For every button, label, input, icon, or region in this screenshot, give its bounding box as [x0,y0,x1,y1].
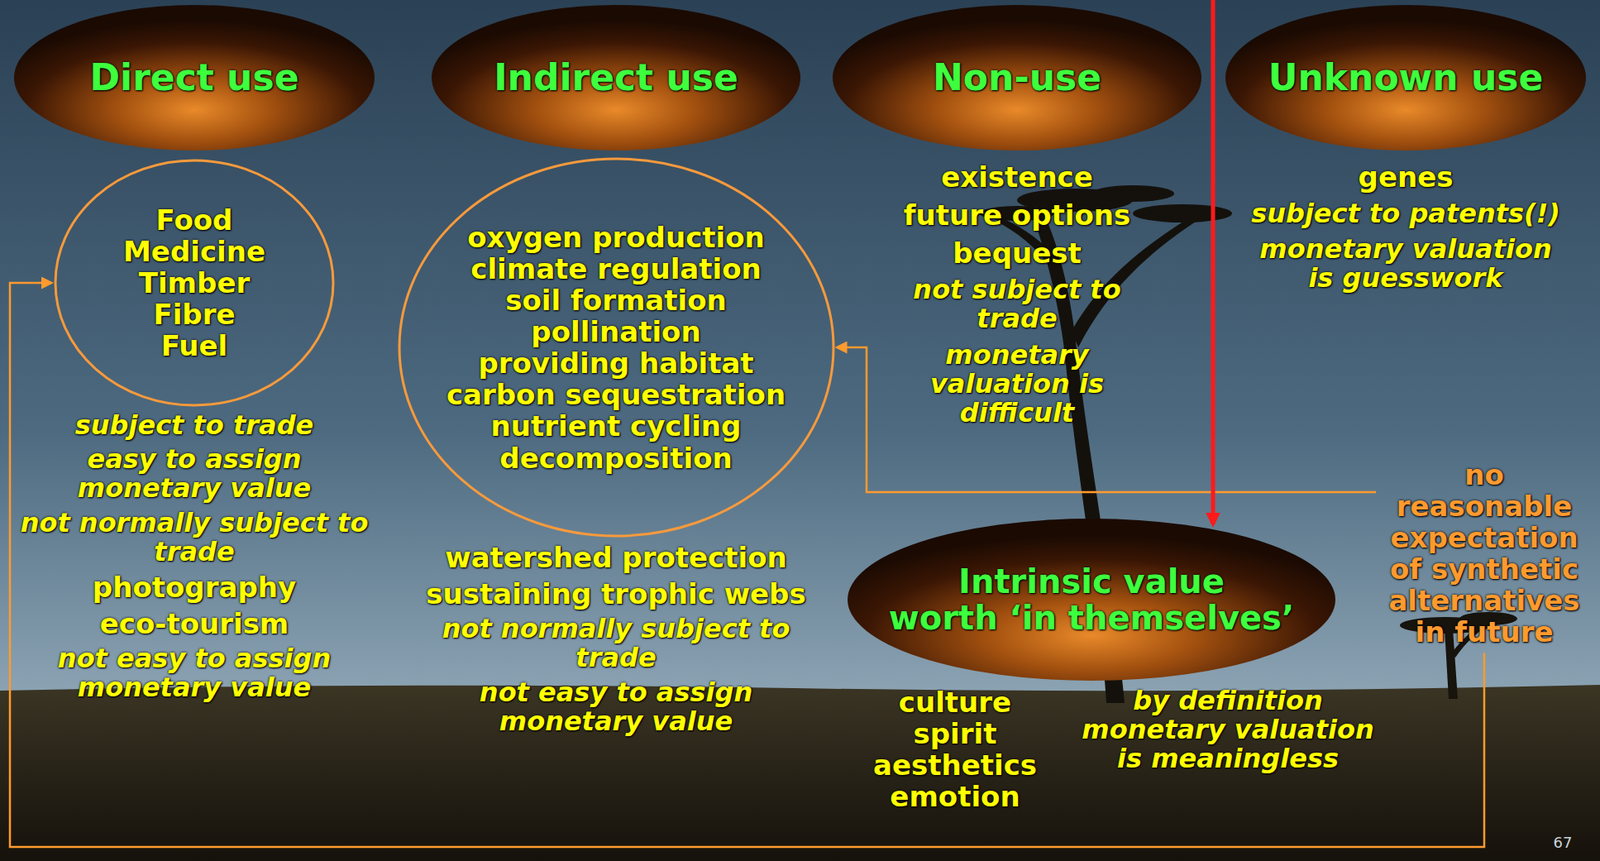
item-text: providing habitat [477,347,754,379]
label-group: no reasonable expectation of synthetic a… [1380,458,1588,648]
ring-outline [399,158,834,536]
label-group: genes subject to patents(!) monetary valua… [1248,161,1563,294]
node-text-stack: Indirect use [493,57,739,98]
annotation-note: monetary valuation is guesswork [1248,234,1563,293]
category-heading: Intrinsic value [958,563,1225,600]
item-text: existence [940,161,1094,193]
tree-canopy [1132,204,1233,223]
grouping-ring: FoodMedicineTimberFibreFuel [53,158,335,407]
item-text: culture [898,686,1012,718]
node-text-stack: oxygen productionclimate regulationsoil … [446,221,786,474]
page-number: 67 [1553,833,1573,851]
item-text: pollination [530,315,701,348]
node-text-stack: FoodMedicineTimberFibreFuel [123,204,266,362]
item-text: Medicine [123,235,266,268]
category-heading: Indirect use [493,57,739,98]
annotation-note: by definition monetary valuation is mean… [1070,686,1386,774]
annotation-note: not easy to assign monetary value [16,644,373,703]
label-group: culturespiritaestheticsemotion [855,686,1055,812]
grassland [0,684,1600,861]
label-group: subject to trade easy to assign monetary … [16,410,373,703]
label-group: by definition monetary valuation is mean… [1070,686,1386,774]
category-heading: worth ‘in themselves’ [888,599,1295,636]
label-group: 67 [1533,833,1592,851]
label-group: watershed protectionsustaining trophic w… [425,541,807,736]
annotation-note: not normally subject to trade [425,614,807,673]
item-text: oxygen production [467,221,765,254]
node-text-stack: Direct use [90,57,300,98]
item-text: aesthetics [873,749,1037,781]
ellipse-fill [832,4,1202,151]
category-ellipse: Non-use [831,3,1204,153]
item-text: Fuel [161,329,228,362]
leader-arrow [837,347,1377,492]
category-ellipse: Unknown use [1223,3,1588,153]
item-text: photography [92,571,297,603]
annotation-note: not normally subject to trade [16,508,373,567]
item-text: bequest [952,237,1082,269]
category-heading: Unknown use [1268,57,1544,98]
annotation-note: not subject to trade [880,275,1154,334]
annotation-note: not easy to assign monetary value [425,678,807,736]
ellipse-fill [14,4,375,151]
item-text: climate regulation [470,253,761,285]
category-ellipse: Intrinsic valueworth ‘in themselves’ [845,516,1338,683]
item-text: soil formation [505,284,727,316]
category-ellipse: Indirect use [429,3,803,153]
node-text-stack: Unknown use [1268,57,1544,98]
item-text: eco-tourism [100,607,290,640]
callout-note: no reasonable expectation of synthetic a… [1380,458,1588,648]
item-text: emotion [889,780,1020,812]
ellipse-fill [847,518,1336,681]
pointer-arrow [1211,0,1216,525]
annotation-note: monetary valuation is difficult [880,340,1154,429]
item-text: Fibre [152,298,235,330]
label-group: existence future options bequest not subjec… [880,161,1154,428]
item-text: Timber [138,267,250,299]
item-text: sustaining trophic webs [425,577,806,610]
ellipse-fill [1225,4,1586,151]
node-text-stack: Non-use [932,57,1102,98]
annotation-note: easy to assign monetary value [16,444,373,503]
item-text: carbon sequestration [446,378,786,411]
item-text: Food [156,204,234,236]
item-text: nutrient cycling [491,410,742,442]
annotation-note: subject to trade [75,410,315,440]
category-heading: Non-use [932,57,1102,98]
item-text: watershed protection [444,541,788,574]
ellipse-fill [431,4,801,151]
item-text: future options [903,199,1132,231]
leader-arrow [9,282,1485,847]
grouping-ring: oxygen productionclimate regulationsoil … [397,157,836,538]
annotation-note: subject to patents(!) [1251,199,1561,229]
ring-outline [55,160,334,406]
node-text-stack: Intrinsic valueworth ‘in themselves’ [888,563,1295,636]
category-ellipse: Direct use [12,3,377,153]
item-text: genes [1358,161,1454,193]
item-text: spirit [913,717,998,750]
category-heading: Direct use [90,57,300,98]
item-text: decomposition [499,441,732,473]
